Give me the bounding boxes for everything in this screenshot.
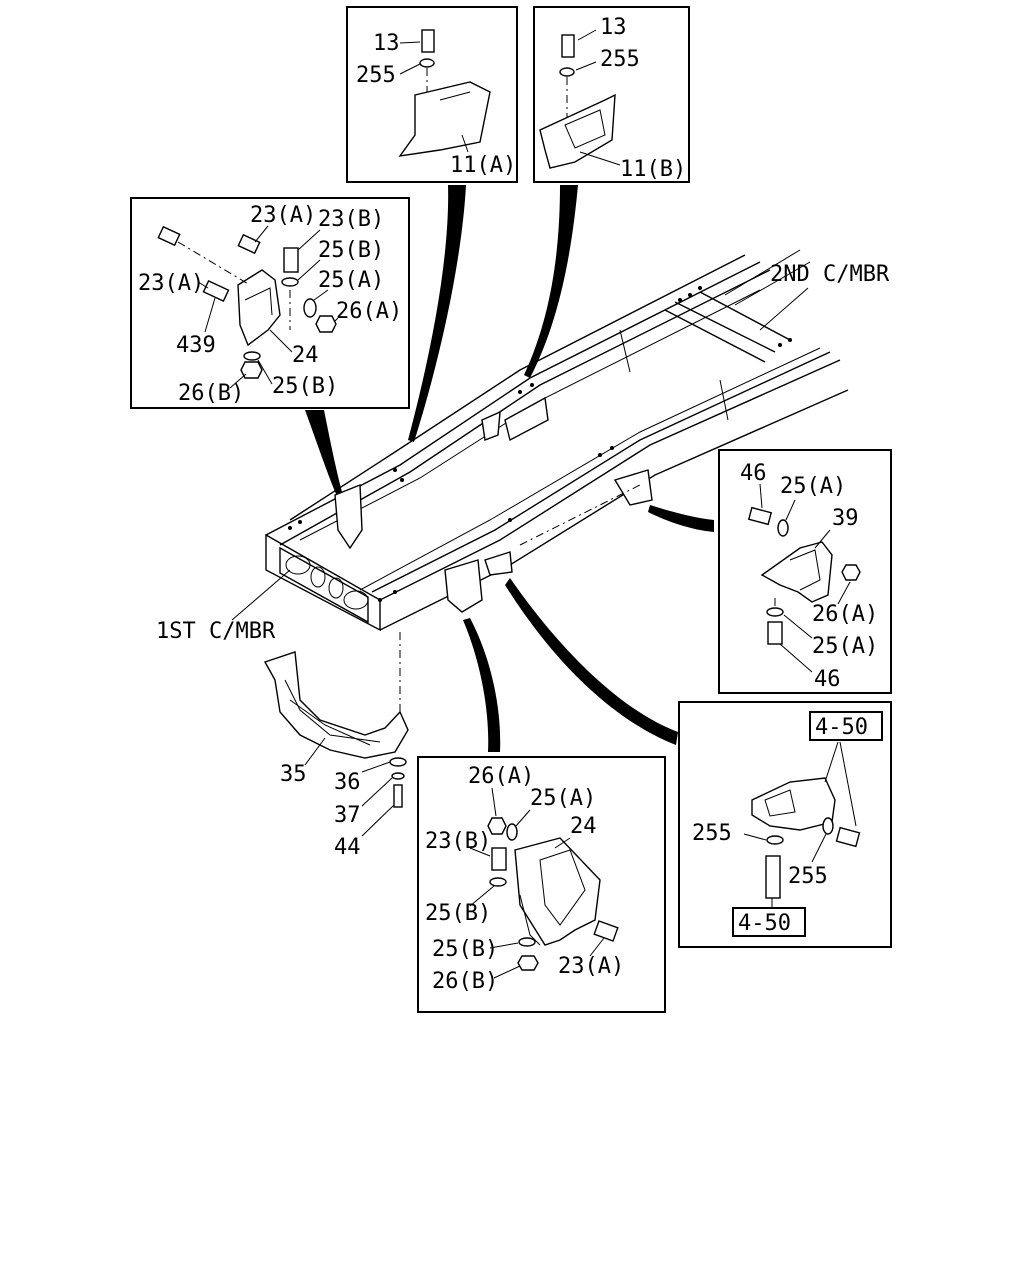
bolt-23a-label: 23(A) [558,954,624,979]
washer-255-label: 255 [600,47,640,72]
nut-26a-label: 26(A) [812,602,878,627]
bracket-35-label: 35 [280,762,307,787]
bracket-24-label: 24 [570,814,597,839]
bracket-39-label: 39 [832,506,859,531]
second-crossmember-label: 2ND C/MBR [770,262,890,287]
support-bracket-35: 35 36 37 44 [263,651,409,860]
stud-439-label: 439 [176,333,216,358]
washer-25b-lower-label: 25(B) [432,937,498,962]
first-crossmember-label: 1ST C/MBR [156,619,276,644]
bolt-44-label: 44 [334,835,361,860]
bolt-23b-top-label: 23(B) [318,207,384,232]
bracket-11b-label: 11(B) [620,157,686,182]
nut-26a-label: 26(A) [336,299,402,324]
bolt-23a-top-label: 23(A) [250,203,316,228]
bolt-46-top-label: 46 [740,461,767,486]
bolt-13-label: 13 [600,15,627,40]
washer-255-right-label: 255 [788,864,828,889]
washer-37-label: 37 [334,803,361,828]
washer-25b-top-label: 25(B) [318,238,384,263]
bolt-46-bottom-label: 46 [814,667,841,692]
washer-255-left-label: 255 [692,821,732,846]
nut-26a-label: 26(A) [468,764,534,789]
washer-255-label: 255 [356,63,396,88]
washer-25a-top-label: 25(A) [780,474,846,499]
washer-25b-bottom-label: 25(B) [272,374,338,399]
frame-labels: 2ND C/MBR 1ST C/MBR [156,262,890,644]
washer-25a-label: 25(A) [530,786,596,811]
ref-top-label: 4-50 [815,715,868,740]
nut-26b-label: 26(B) [432,969,498,994]
washer-25a-label: 25(A) [318,268,384,293]
callout-box-reference: 4-50 255 255 4-50 [678,701,892,948]
chassis-frame [265,249,849,730]
ref-bottom-label: 4-50 [738,911,791,936]
bracket-11a-label: 11(A) [450,153,516,178]
washer-25a-bottom-label: 25(A) [812,634,878,659]
bracket-24-label: 24 [292,343,319,368]
washer-25b-upper-label: 25(B) [425,901,491,926]
callout-box-bottom-center: 26(A) 25(A) 24 23(B) 25(B) 25(B) 23(A) 2… [417,756,666,1013]
ref-bottom-box [732,907,806,937]
washer-36-label: 36 [334,770,361,795]
bolt-23a-left-label: 23(A) [138,271,204,296]
callout-box-right-mount: 46 25(A) 39 26(A) 25(A) 46 [718,449,892,694]
callout-box-front-left: 23(A) 23(B) 25(B) 25(A) 23(A) 26(A) 439 … [130,197,410,409]
bolt-23b-label: 23(B) [425,829,491,854]
bolt-13-label: 13 [373,31,400,56]
callout-box-11b: 13 255 11(B) [533,6,690,183]
ref-top-box [809,711,883,741]
callout-ribbons [305,185,714,752]
callout-box-11a: 13 255 11(A) [346,6,518,183]
